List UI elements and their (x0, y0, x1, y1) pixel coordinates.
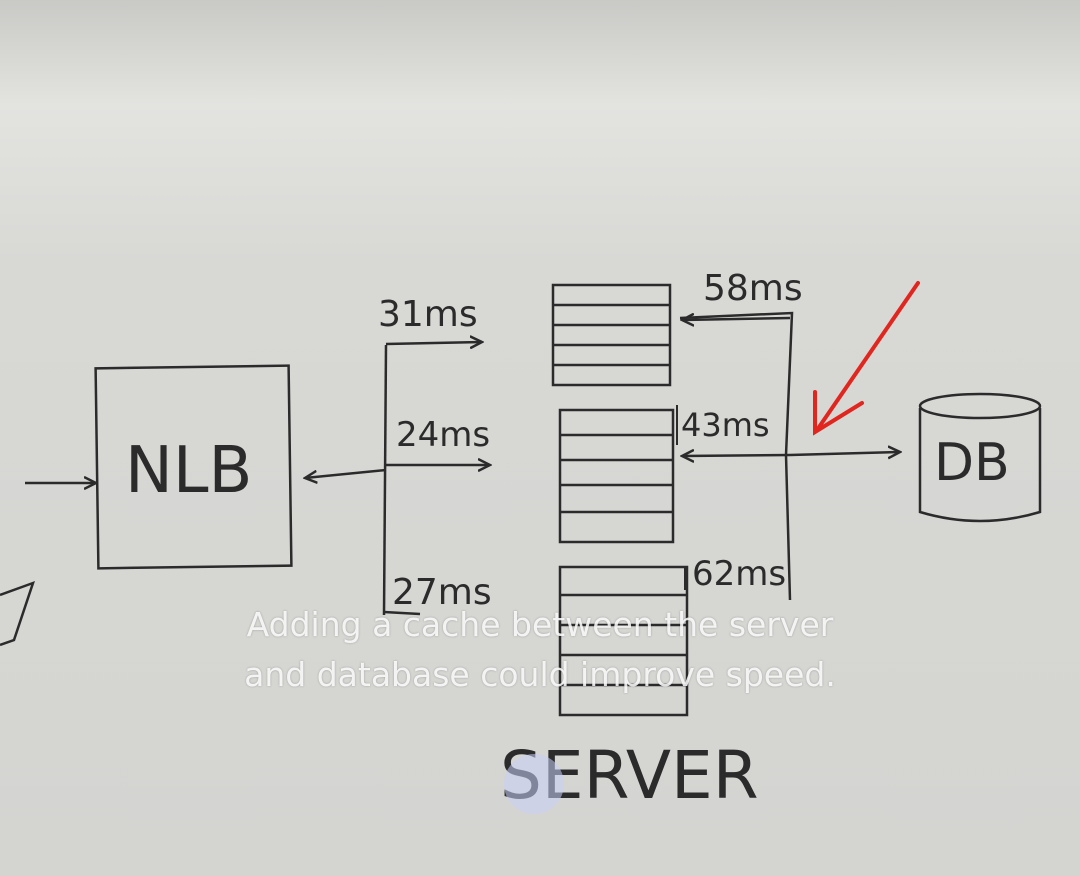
db-to-server-2-arrow (682, 455, 791, 456)
latency-label-43ms: 43ms (681, 406, 770, 444)
latency-label-24ms: 24ms (396, 415, 490, 455)
touch-indicator (504, 754, 564, 814)
client-shape-partial (0, 580, 36, 647)
red-annotation-arrow (813, 281, 920, 436)
latency-label-31ms: 31ms (378, 294, 478, 335)
server-stack-3 (558, 565, 689, 717)
server-stack-1 (551, 283, 672, 387)
arrow-to-server-1 (385, 342, 482, 344)
caption-line-1: Adding a cache between the server (246, 605, 834, 644)
nlb-box (94, 364, 293, 570)
latency-label-27ms: 27ms (392, 572, 492, 613)
caption-overlay: Adding a cache between the server and da… (150, 600, 930, 700)
caption-line-2: and database could improve speed. (244, 655, 836, 694)
left-bus-line (382, 344, 388, 616)
db-label: DB (934, 433, 1010, 493)
latency-label-62ms: 62ms (692, 554, 786, 594)
nlb-to-bus-link (305, 468, 387, 478)
nlb-label: NLB (125, 434, 252, 508)
right-bus-line (679, 311, 794, 601)
db-cylinder (918, 392, 1042, 523)
db-to-server-1-arrow (682, 318, 791, 320)
server-stack-2 (558, 408, 675, 544)
arrow-to-server-3 (383, 610, 421, 616)
server-to-db-arrow (789, 452, 900, 455)
latency-label-58ms: 58ms (703, 268, 803, 309)
